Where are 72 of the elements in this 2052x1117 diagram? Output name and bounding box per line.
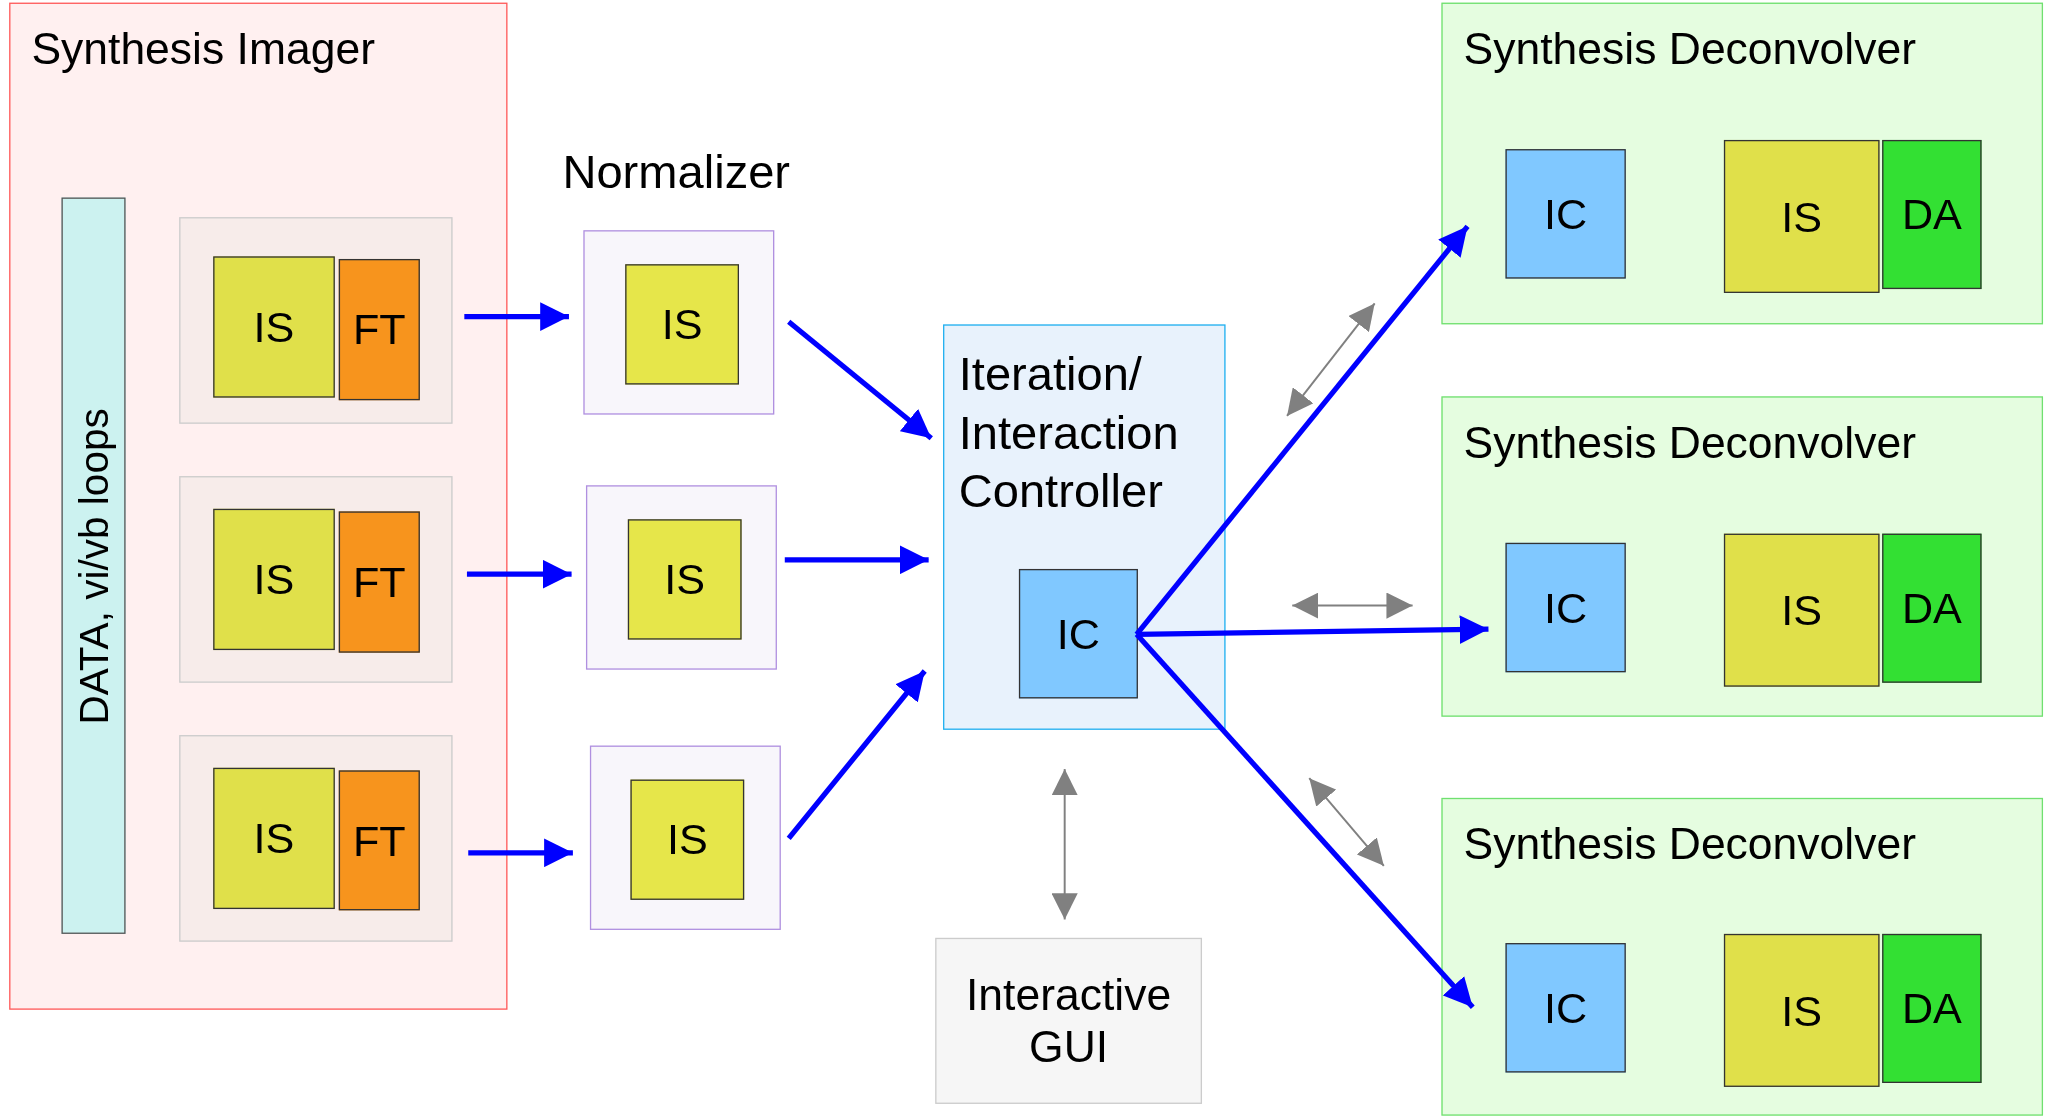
arrow: [468, 838, 573, 868]
process-box: [1882, 933, 1982, 1083]
container-box: [583, 230, 775, 415]
arrow: [787, 319, 933, 441]
process-box: [1505, 149, 1626, 279]
box-label: IS: [253, 553, 295, 606]
panel-title: Synthesis Deconvolver: [1463, 22, 1916, 76]
process-box: [1882, 139, 1982, 290]
arrow: [1136, 615, 1489, 644]
panel-title: Synthesis Deconvolver: [1463, 416, 1916, 469]
box-label: FT: [352, 814, 406, 867]
panel-title: Synthesis Imager: [31, 22, 375, 76]
process-box: [338, 511, 420, 653]
box-label: IC: [1544, 982, 1588, 1034]
group-panel: [9, 2, 508, 1010]
process-box: [1723, 139, 1880, 293]
box-label: IS: [253, 812, 295, 865]
box-label: IS: [1781, 584, 1823, 636]
group-panel: [1441, 797, 2044, 1116]
container-box: [589, 745, 781, 930]
box-label: FT: [352, 556, 406, 608]
box-label: IC: [1056, 608, 1100, 660]
process-box: [1505, 542, 1626, 673]
process-box: [625, 264, 739, 385]
arrow: [1291, 592, 1414, 619]
process-box: [1505, 943, 1626, 1073]
process-box: [338, 770, 420, 911]
box-label: IC: [1544, 188, 1588, 240]
gui-box: [935, 937, 1202, 1104]
box-label: DA: [1901, 982, 1962, 1035]
arrow: [786, 669, 927, 841]
process-box: [630, 779, 745, 900]
process-box: [213, 508, 335, 651]
arrow: [1286, 302, 1376, 417]
box-label: IS: [664, 553, 706, 606]
box-label: DA: [1901, 582, 1962, 634]
box-label: IS: [1781, 190, 1823, 243]
process-box: [1723, 533, 1880, 687]
box-label: Interactive GUI: [965, 967, 1173, 1074]
box-label: DA: [1901, 188, 1962, 241]
process-box: [213, 256, 335, 398]
vertical-label: DATA, vi/vb loops: [69, 407, 118, 724]
panel-title: Iteration/ Interaction Controller: [958, 345, 1180, 520]
box-label: IS: [666, 814, 708, 866]
panel-title: Synthesis Deconvolver: [1463, 817, 1916, 871]
arrow: [1051, 768, 1078, 921]
container-box: [585, 485, 777, 670]
box-label: IS: [253, 301, 295, 353]
box-label: FT: [352, 304, 406, 356]
container-box: [179, 217, 453, 424]
group-panel: [1441, 2, 2044, 325]
process-box: [1882, 533, 1982, 683]
process-box: [1018, 568, 1138, 699]
arrow: [1308, 777, 1385, 867]
arrow: [464, 302, 569, 331]
data-bar: [61, 197, 126, 934]
container-box: [179, 476, 453, 683]
group-panel: [1441, 396, 2044, 717]
arrow: [784, 545, 929, 575]
arrow: [466, 559, 572, 589]
process-box: [338, 259, 420, 401]
process-box: [213, 767, 335, 910]
box-label: IS: [661, 298, 703, 351]
arrow: [1134, 632, 1475, 1009]
container-box: [179, 735, 453, 942]
controller-panel: [943, 324, 1226, 730]
box-label: IS: [1781, 984, 1823, 1037]
box-label: IC: [1544, 581, 1588, 634]
column-label: Normalizer: [562, 144, 791, 201]
arrow: [1134, 224, 1470, 636]
process-box: [627, 519, 742, 640]
process-box: [1723, 933, 1880, 1087]
